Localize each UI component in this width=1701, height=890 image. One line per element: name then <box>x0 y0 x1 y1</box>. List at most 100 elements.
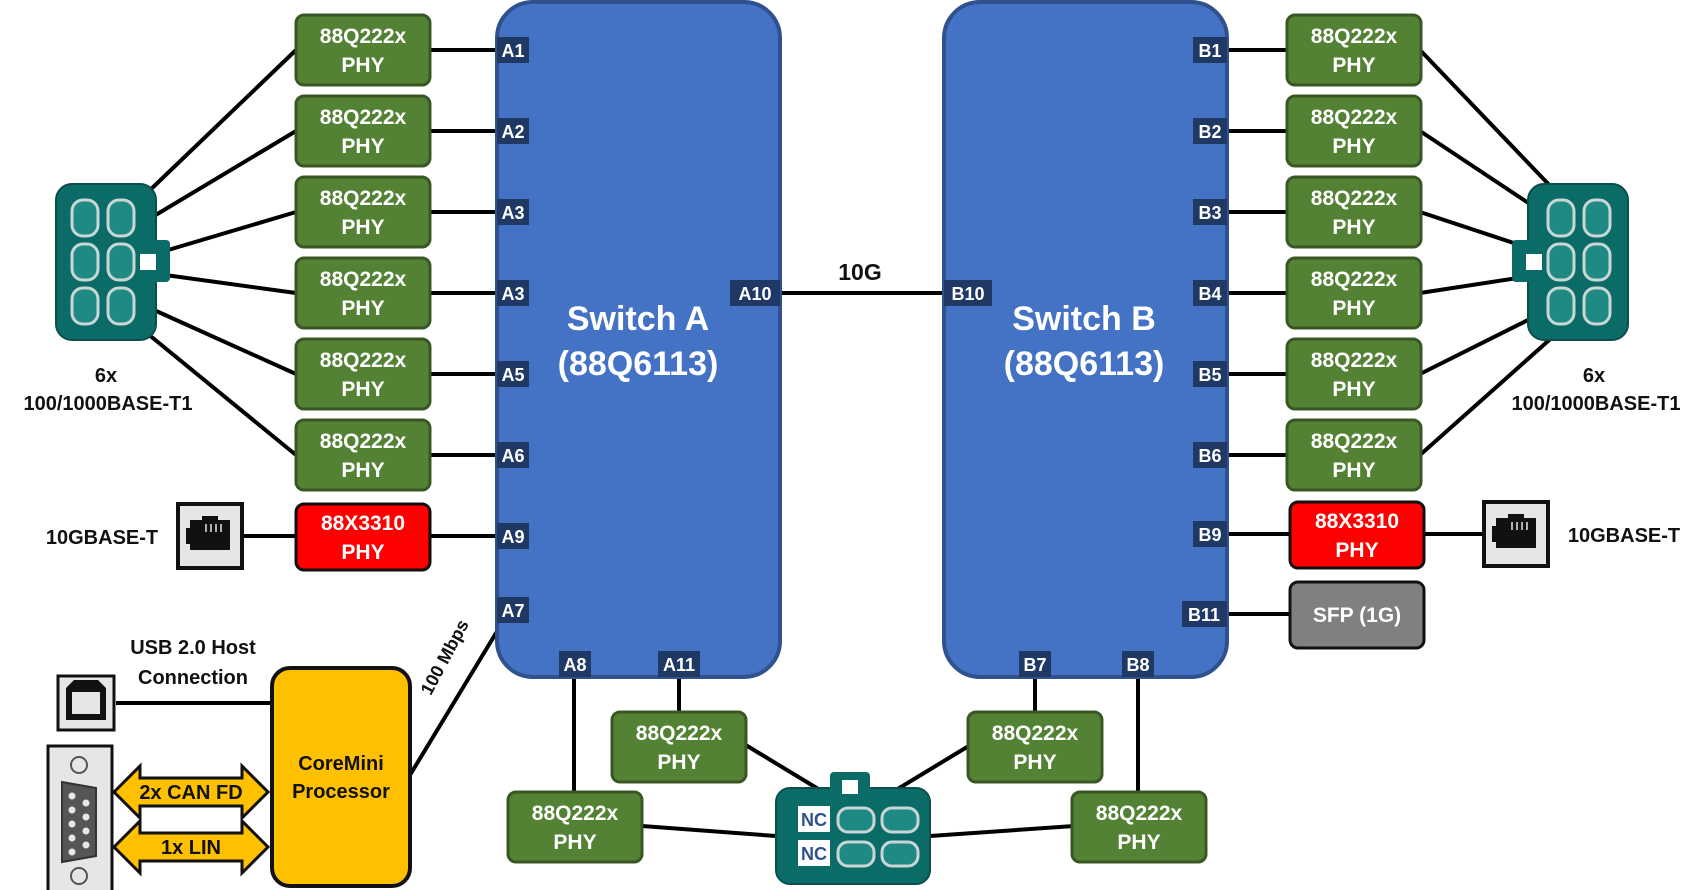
svg-text:PHY: PHY <box>341 541 384 564</box>
switch-a-subtitle: (88Q6113) <box>558 345 719 383</box>
svg-text:PHY: PHY <box>1332 135 1375 158</box>
port-labels: A1 A2 A3 A3 A5 A6 A9 A7 A8 A11 A10 B10 B… <box>497 37 1227 677</box>
svg-text:88Q222x: 88Q222x <box>320 430 407 453</box>
port-a9: A9 <box>497 523 529 549</box>
svg-text:B5: B5 <box>1198 365 1221 385</box>
port-a3b: A3 <box>497 280 529 306</box>
svg-text:PHY: PHY <box>1332 378 1375 401</box>
port-a3: A3 <box>497 199 529 225</box>
svg-text:88Q222x: 88Q222x <box>1311 106 1398 129</box>
svg-text:A6: A6 <box>501 446 524 466</box>
lin-label: 1x LIN <box>161 837 221 859</box>
svg-text:B7: B7 <box>1023 655 1046 675</box>
processor-label-1: CoreMini <box>298 753 384 775</box>
svg-text:88Q222x: 88Q222x <box>320 268 407 291</box>
svg-text:88Q222x: 88Q222x <box>1096 802 1183 825</box>
left-t1-connector-icon <box>55 183 170 341</box>
svg-text:88Q222x: 88Q222x <box>320 106 407 129</box>
svg-text:PHY: PHY <box>1332 216 1375 239</box>
left-rj45-icon <box>176 502 244 570</box>
port-a5: A5 <box>497 361 529 387</box>
port-a7: A7 <box>497 597 529 623</box>
svg-text:88Q222x: 88Q222x <box>532 802 619 825</box>
svg-text:88X3310: 88X3310 <box>321 512 405 535</box>
svg-text:A3: A3 <box>501 203 524 223</box>
svg-text:88Q222x: 88Q222x <box>320 25 407 48</box>
svg-text:88Q222x: 88Q222x <box>1311 349 1398 372</box>
svg-text:B6: B6 <box>1198 446 1221 466</box>
port-b7: B7 <box>1019 651 1051 677</box>
svg-text:A8: A8 <box>563 655 586 675</box>
svg-text:B9: B9 <box>1198 525 1221 545</box>
right-t1-connector-icon <box>1512 183 1629 341</box>
port-b5: B5 <box>1193 361 1227 387</box>
svg-text:PHY: PHY <box>341 297 384 320</box>
port-b10: B10 <box>944 280 992 306</box>
svg-text:PHY: PHY <box>341 459 384 482</box>
left-connector-label-1: 6x <box>95 365 117 387</box>
svg-text:B4: B4 <box>1198 284 1221 304</box>
svg-text:PHY: PHY <box>1332 297 1375 320</box>
svg-text:PHY: PHY <box>341 378 384 401</box>
port-a10: A10 <box>730 280 780 306</box>
svg-text:A5: A5 <box>501 365 524 385</box>
usb-label-2: Connection <box>138 667 248 689</box>
lin-arrow: 1x LIN <box>111 817 271 877</box>
right-rj45-icon <box>1482 500 1550 568</box>
uplink-label: 10G <box>838 259 881 285</box>
nc-label-2: NC <box>801 844 827 864</box>
right-10gbase-t-label: 10GBASE-T <box>1568 525 1680 547</box>
port-a1: A1 <box>497 37 529 63</box>
svg-text:SFP (1G): SFP (1G) <box>1313 604 1401 627</box>
nc-label-1: NC <box>801 810 827 830</box>
svg-text:A2: A2 <box>501 122 524 142</box>
port-b1: B1 <box>1193 37 1227 63</box>
svg-text:B8: B8 <box>1126 655 1149 675</box>
svg-text:88Q222x: 88Q222x <box>1311 187 1398 210</box>
svg-text:88Q222x: 88Q222x <box>636 722 723 745</box>
right-connector-label-2: 100/1000BASE-T1 <box>1512 393 1681 415</box>
right-connector-label-1: 6x <box>1583 365 1605 387</box>
left-connector-label-2: 100/1000BASE-T1 <box>24 393 193 415</box>
port-b11: B11 <box>1182 601 1227 627</box>
port-a2: A2 <box>497 118 529 144</box>
svg-text:PHY: PHY <box>341 216 384 239</box>
sfp-block: SFP (1G) <box>1288 580 1426 650</box>
svg-text:PHY: PHY <box>1332 459 1375 482</box>
switch-b: Switch B (88Q6113) <box>942 0 1229 679</box>
switch-a: Switch A (88Q6113) <box>495 0 782 679</box>
svg-text:PHY: PHY <box>341 54 384 77</box>
port-b6: B6 <box>1193 442 1227 468</box>
port-a6: A6 <box>497 442 529 468</box>
port-a8: A8 <box>559 651 591 677</box>
switch-a-title: Switch A <box>567 300 709 338</box>
can-fd-arrow: 2x CAN FD <box>111 762 271 822</box>
svg-text:88Q222x: 88Q222x <box>320 187 407 210</box>
switch-b-subtitle: (88Q6113) <box>1004 345 1165 383</box>
svg-text:88Q222x: 88Q222x <box>1311 430 1398 453</box>
svg-text:B1: B1 <box>1198 41 1221 61</box>
svg-text:88Q222x: 88Q222x <box>1311 268 1398 291</box>
port-b3: B3 <box>1193 199 1227 225</box>
svg-text:B11: B11 <box>1188 605 1220 625</box>
